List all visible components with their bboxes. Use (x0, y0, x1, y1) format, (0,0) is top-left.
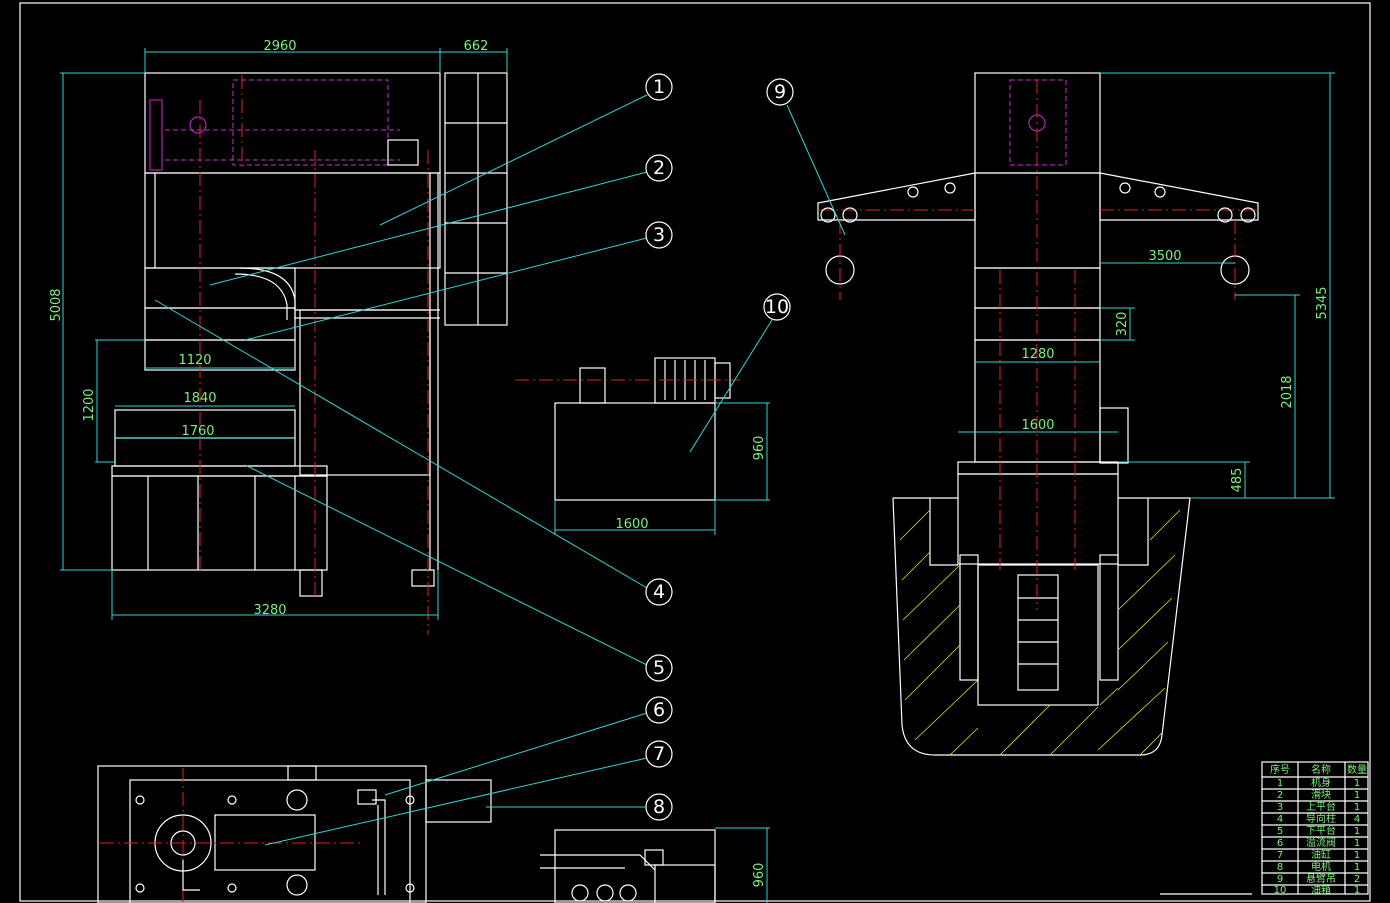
bom-row-qty: 1 (1354, 790, 1360, 801)
balloon-4: 4 (645, 578, 673, 606)
bom-row-no: 3 (1277, 802, 1283, 813)
bom-row-name: 机身 (1311, 776, 1331, 789)
bom-row-qty: 1 (1354, 862, 1360, 873)
svg-text:2: 2 (653, 157, 665, 179)
bom-header-qty: 数量 (1347, 763, 1367, 776)
bom-header-no: 序号 (1270, 763, 1290, 776)
dim-pump-height: 960 (752, 436, 767, 461)
bom-row-name: 油箱 (1311, 883, 1331, 896)
balloon-9: 9 (766, 78, 794, 106)
balloon-3: 3 (645, 221, 673, 249)
bom-row-name: 油缸 (1311, 848, 1331, 861)
bom-row-no: 7 (1277, 850, 1283, 861)
dim-bottom-height: 960 (752, 863, 767, 888)
dim-front-top-width: 2960 (263, 39, 296, 54)
drawing-frame (19, 2, 1371, 902)
dim-front-1840: 1840 (183, 391, 216, 406)
bom-row-name: 导向柱 (1306, 812, 1336, 825)
dim-front-height: 5008 (49, 288, 64, 321)
bom-row-qty: 1 (1354, 778, 1360, 789)
dim-front-side-width: 662 (464, 39, 489, 54)
pump-plan (540, 827, 770, 903)
bom-row-name: 上平台 (1306, 800, 1336, 813)
dim-front-1200: 1200 (82, 388, 97, 421)
dim-side-span: 3500 (1148, 249, 1181, 264)
dim-side-485: 485 (1230, 468, 1245, 493)
svg-text:8: 8 (653, 796, 665, 818)
plan-view (97, 765, 492, 903)
dim-front-1760: 1760 (181, 424, 214, 439)
bom-row-qty: 1 (1354, 826, 1360, 837)
svg-text:3: 3 (653, 224, 665, 246)
svg-text:4: 4 (653, 581, 665, 603)
bom-row-no: 8 (1277, 862, 1283, 873)
bom-row-qty: 4 (1354, 814, 1360, 825)
bom-row-name: 溢流阀 (1306, 836, 1336, 849)
bom-row-no: 6 (1277, 838, 1283, 849)
bom-row-no: 1 (1277, 778, 1283, 789)
side-view (817, 72, 1335, 756)
dim-side-1280: 1280 (1021, 347, 1054, 362)
svg-text:6: 6 (653, 699, 665, 721)
svg-text:5: 5 (653, 657, 665, 679)
bom-row-no: 9 (1277, 874, 1283, 885)
bom-row-qty: 2 (1354, 874, 1360, 885)
bom-row-name: 电机 (1311, 860, 1331, 873)
bom-header-name: 名称 (1311, 763, 1331, 776)
dim-front-1120: 1120 (178, 353, 211, 368)
bom-row-qty: 1 (1354, 850, 1360, 861)
bom-row-no: 4 (1277, 814, 1283, 825)
balloon-6: 6 (645, 696, 673, 724)
balloon-7: 7 (645, 740, 673, 768)
bom-row-no: 5 (1277, 826, 1283, 837)
balloon-10: 10 (763, 293, 791, 321)
bom-table: 序号 名称 数量 1 机身 1 2 滑块 1 3 上平台 1 4 导向柱 4 5… (1160, 761, 1369, 896)
bom-row-no: 10 (1274, 885, 1287, 896)
pump-station (515, 357, 770, 535)
dim-front-base-width: 3280 (253, 603, 286, 618)
bom-row-name: 下平台 (1306, 824, 1336, 837)
dim-side-2018: 2018 (1280, 375, 1295, 408)
balloon-2: 2 (645, 154, 673, 182)
dim-side-1600: 1600 (1021, 418, 1054, 433)
front-view (60, 48, 508, 635)
balloon-1: 1 (645, 73, 673, 101)
svg-text:7: 7 (653, 743, 665, 765)
bom-row-qty: 1 (1354, 802, 1360, 813)
dim-side-320: 320 (1115, 312, 1130, 337)
svg-text:1: 1 (653, 76, 665, 98)
bom-row-no: 2 (1277, 790, 1283, 801)
bom-row-name: 滑块 (1311, 789, 1331, 801)
bom-row-qty: 1 (1354, 885, 1360, 896)
svg-text:10: 10 (765, 296, 789, 318)
balloon-8: 8 (645, 793, 673, 821)
bom-row-name: 悬臂吊 (1306, 872, 1336, 885)
dim-pump-width: 1600 (615, 517, 648, 532)
svg-text:9: 9 (774, 81, 786, 103)
leader-lines (154, 94, 846, 846)
bom-row-qty: 1 (1354, 838, 1360, 849)
balloon-5: 5 (645, 654, 673, 682)
dim-side-height: 5345 (1315, 286, 1330, 319)
